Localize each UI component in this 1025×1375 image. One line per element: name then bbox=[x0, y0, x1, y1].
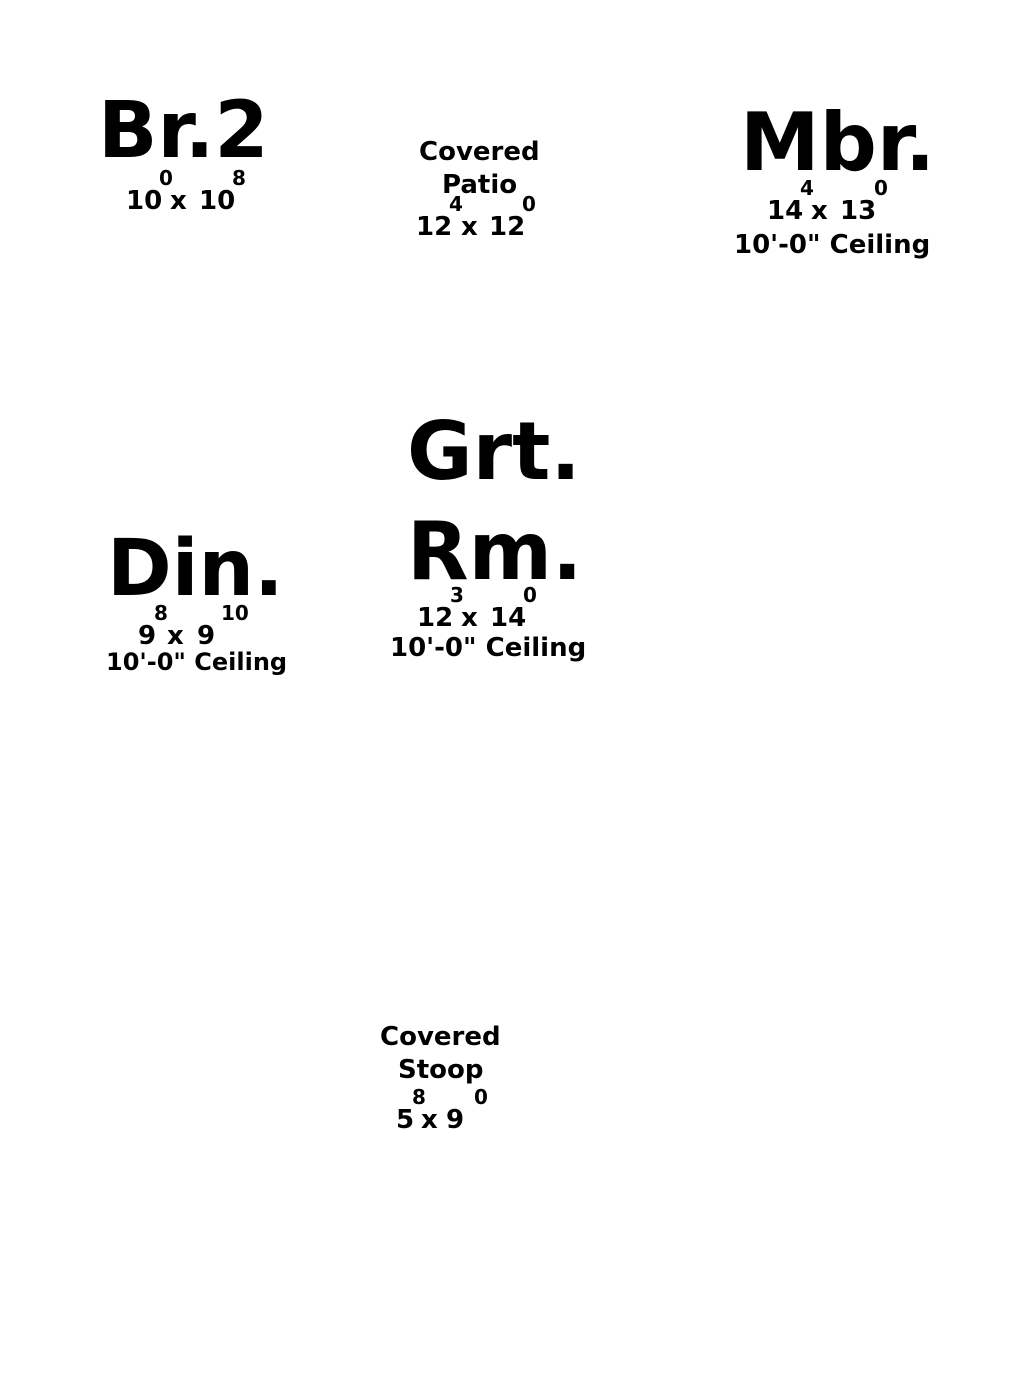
room-height: 9 bbox=[197, 621, 216, 651]
room-height: 14 bbox=[490, 603, 527, 633]
room-width: 12 bbox=[416, 212, 453, 242]
room-width: 12 bbox=[417, 603, 454, 633]
room-height: 13 bbox=[840, 196, 877, 226]
room-height-inches: 0 bbox=[874, 176, 888, 200]
room-name: Din. bbox=[107, 524, 284, 614]
room-width: 14 bbox=[767, 196, 804, 226]
room-height-inches: 8 bbox=[232, 166, 246, 190]
room-height: 12 bbox=[489, 212, 526, 242]
ceiling-height: 10'-0" Ceiling bbox=[390, 633, 587, 663]
room-name-line-1: Covered bbox=[419, 137, 540, 167]
room-width-inches: 4 bbox=[800, 176, 814, 200]
room-width-inches: 4 bbox=[449, 192, 463, 216]
room-name-line-1: Grt. bbox=[407, 405, 581, 498]
room-height-inches: 10 bbox=[221, 601, 249, 625]
dimension-separator: x bbox=[421, 1105, 438, 1135]
dimension-separator: x bbox=[170, 186, 187, 216]
dimension-separator: x bbox=[167, 621, 184, 651]
room-name: Mbr. bbox=[740, 96, 936, 189]
room-height-inches: 0 bbox=[522, 192, 536, 216]
dimension-separator: x bbox=[811, 196, 828, 226]
ceiling-height: 10'-0" Ceiling bbox=[106, 648, 288, 676]
dimension-separator: x bbox=[461, 212, 478, 242]
ceiling-height: 10'-0" Ceiling bbox=[734, 230, 931, 260]
room-height-inches: 0 bbox=[474, 1085, 488, 1109]
room-width: 10 bbox=[126, 186, 163, 216]
room-width-inches: 3 bbox=[450, 583, 464, 607]
room-height: 10 bbox=[199, 186, 236, 216]
room-height-inches: 0 bbox=[523, 583, 537, 607]
room-name-line-2: Stoop bbox=[398, 1055, 484, 1085]
dimension-separator: x bbox=[461, 603, 478, 633]
room-height: 9 bbox=[446, 1105, 465, 1135]
room-width-inches: 8 bbox=[412, 1085, 426, 1109]
room-width: 5 bbox=[396, 1105, 415, 1135]
room-name-line-2: Rm. bbox=[407, 505, 583, 598]
room-name-line-2: Patio bbox=[442, 170, 518, 200]
room-name-line-1: Covered bbox=[380, 1022, 501, 1052]
room-width: 9 bbox=[138, 621, 157, 651]
room-width-inches: 8 bbox=[154, 601, 168, 625]
room-name: Br.2 bbox=[98, 86, 269, 176]
room-width-inches: 0 bbox=[159, 166, 173, 190]
